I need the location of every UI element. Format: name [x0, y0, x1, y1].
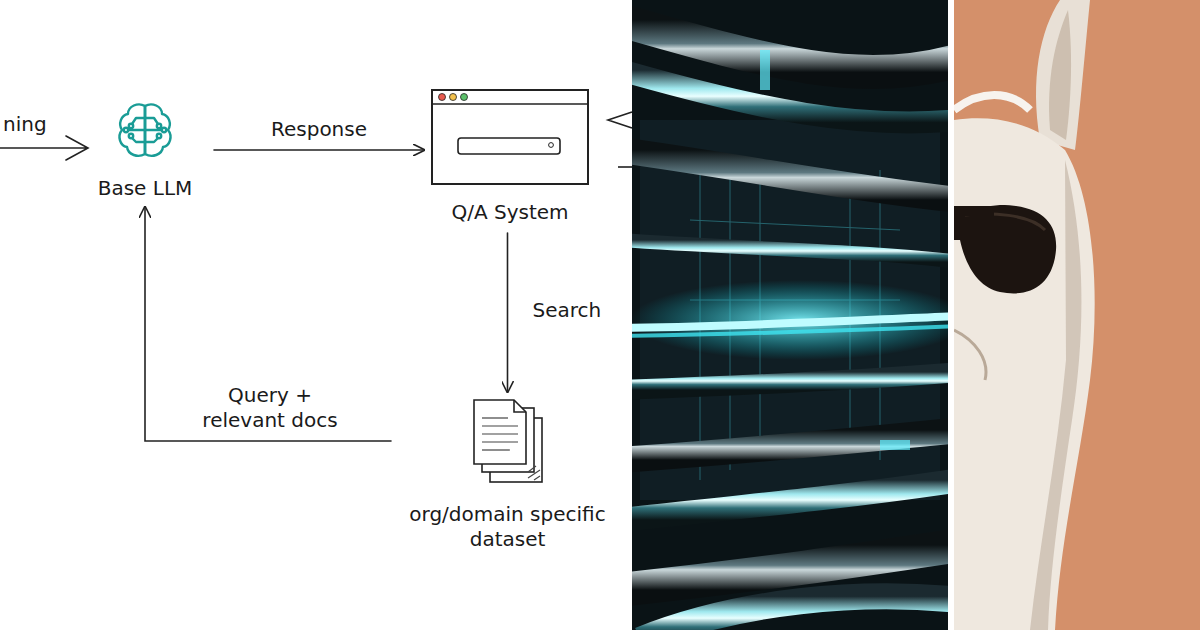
llama-illustration	[954, 0, 1200, 630]
window-icon	[430, 88, 590, 186]
documents-icon	[462, 396, 554, 488]
icon-node: Base LLM	[80, 100, 210, 201]
flow-arrow	[145, 207, 391, 441]
node-label: org/domain specific dataset	[395, 502, 620, 552]
flow-arrow	[214, 149, 424, 151]
flow-arrow	[507, 233, 509, 392]
arrow-label: Search	[530, 298, 605, 323]
node-label: Base LLM	[98, 176, 193, 201]
arrow-label: Query + relevant docs	[182, 383, 358, 433]
cut-label: ning	[3, 112, 47, 137]
outgoing-line-right	[618, 166, 632, 168]
pipes-illustration	[632, 0, 948, 630]
icon-node: Q/A System	[428, 88, 592, 225]
incoming-arrow	[0, 136, 88, 160]
incoming-arrow-right	[608, 112, 632, 128]
node-label: Q/A System	[451, 200, 568, 225]
icon-node: org/domain specific dataset	[395, 396, 620, 552]
brain-icon	[114, 100, 176, 162]
arrow-label: Response	[268, 117, 370, 142]
